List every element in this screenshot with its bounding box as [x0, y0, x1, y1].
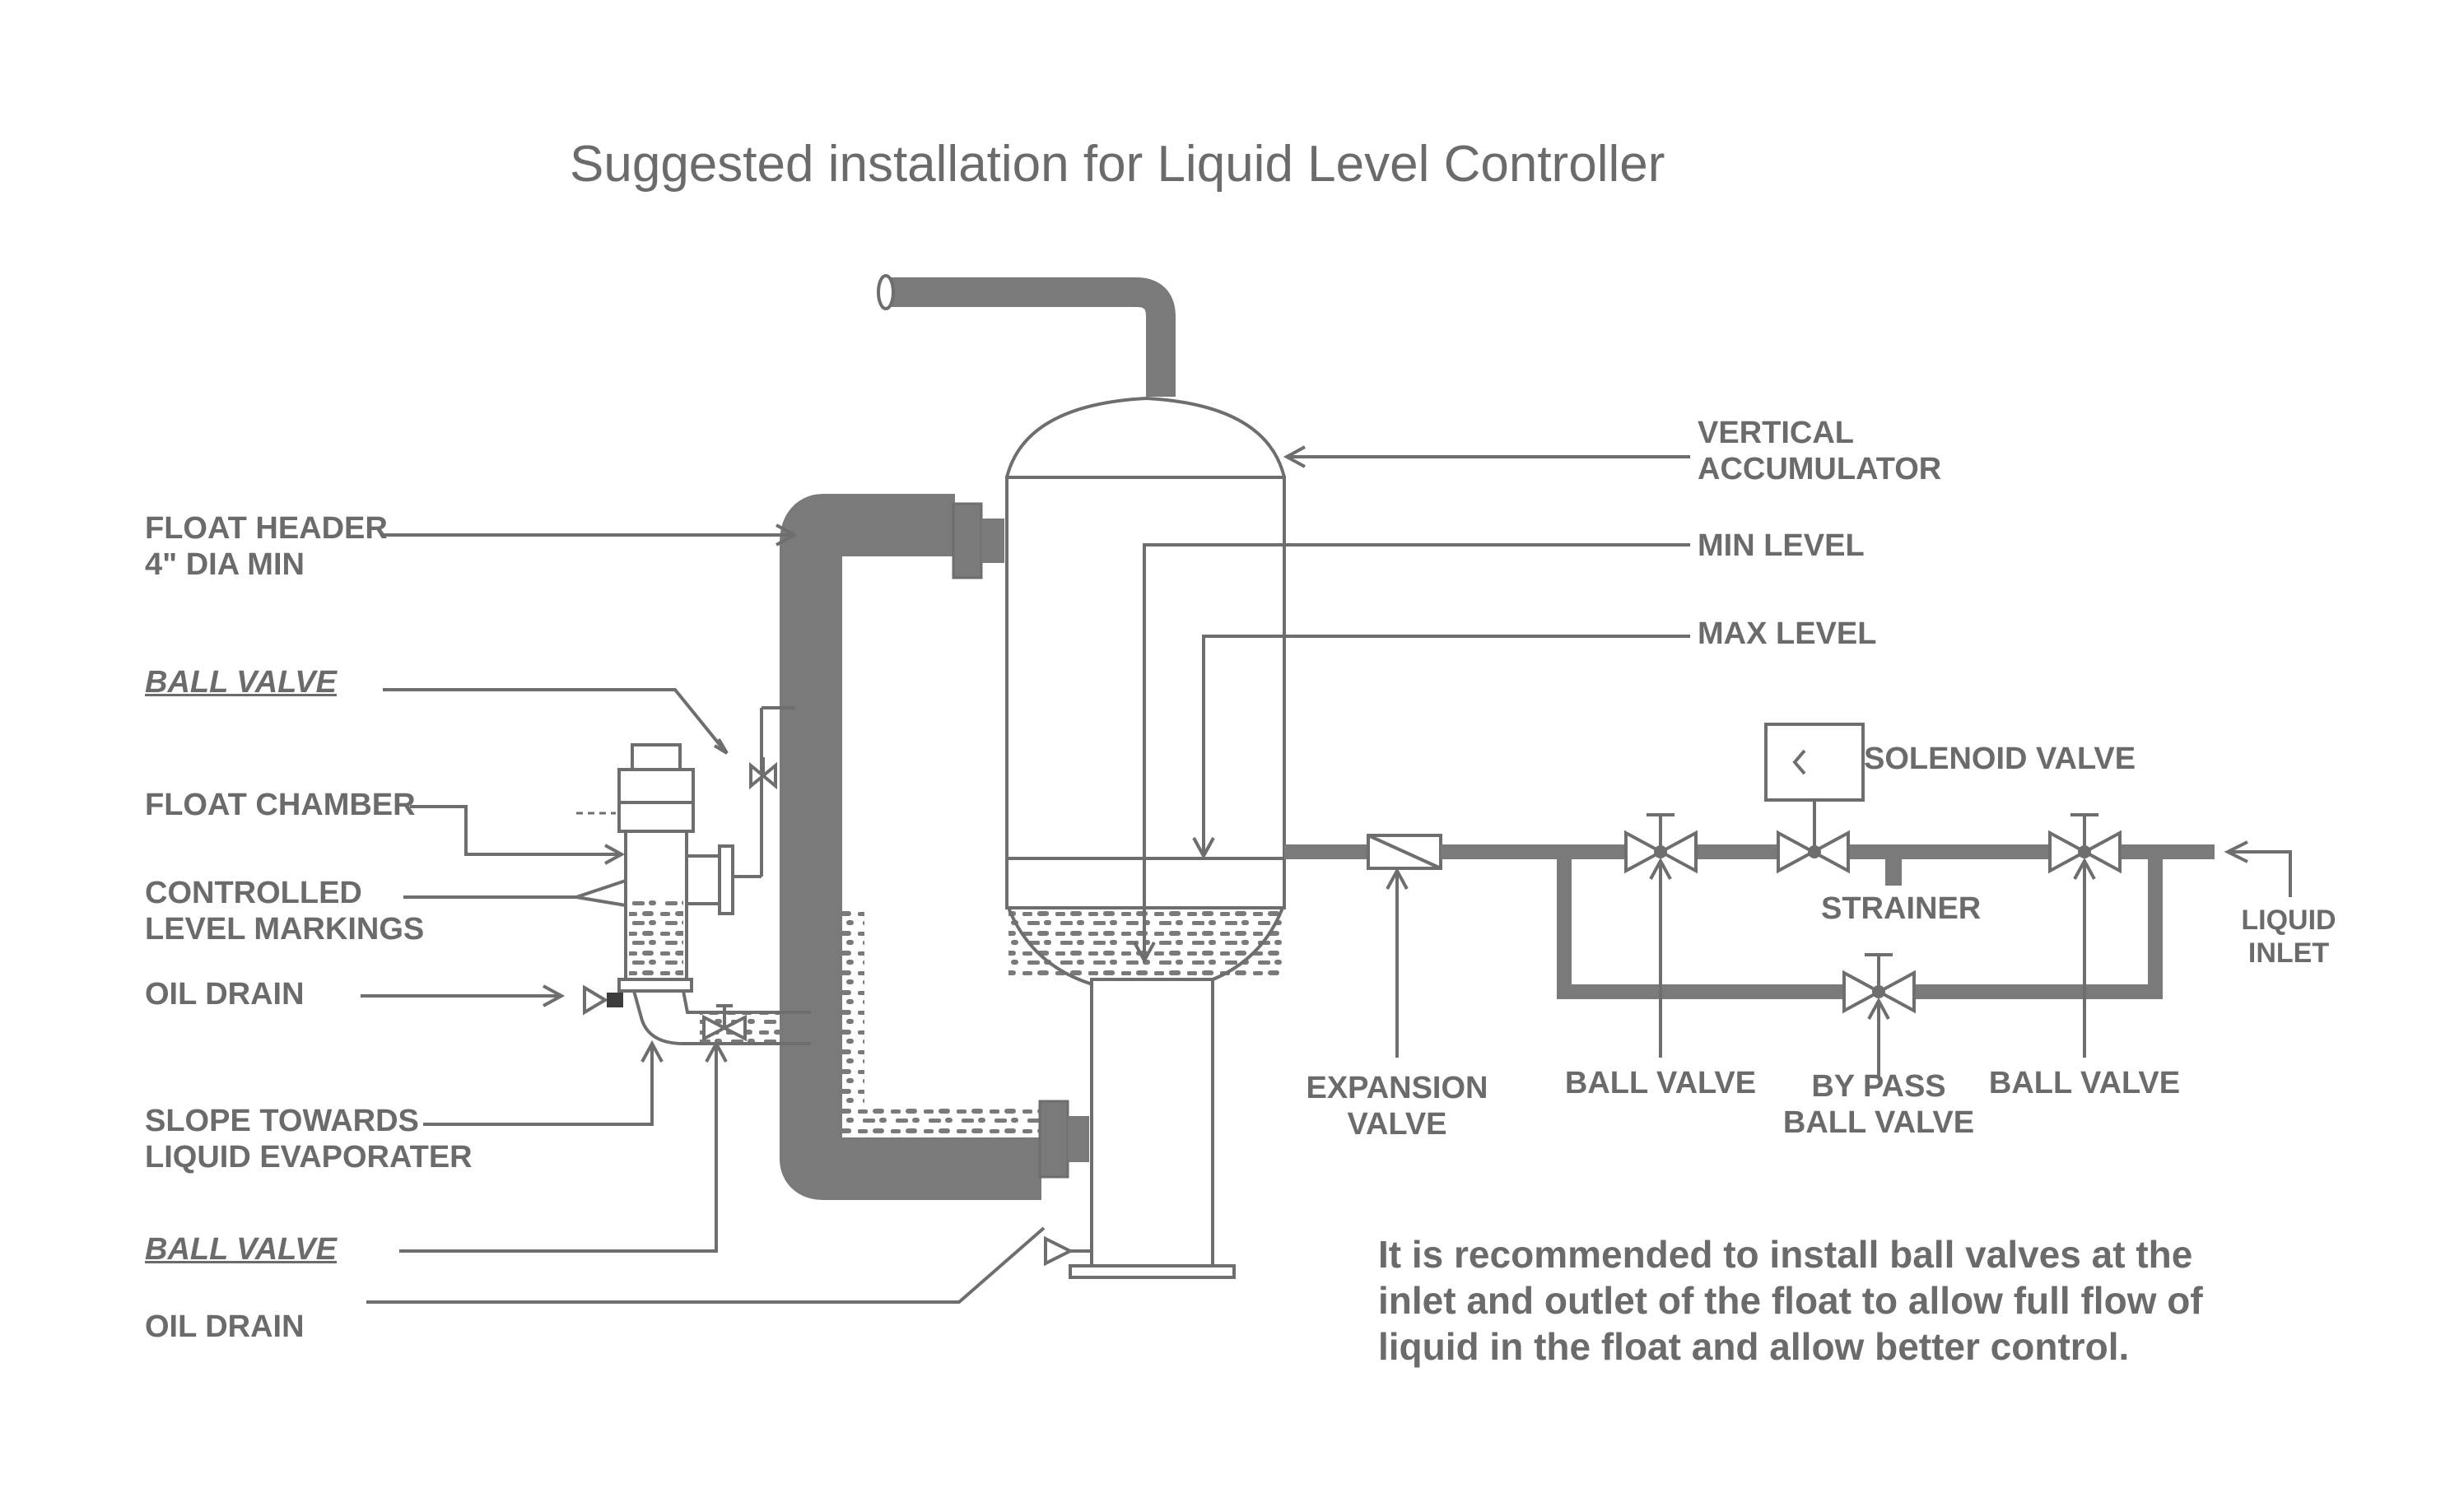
- label-ball-valve-2: BALL VALVE: [1988, 1066, 2181, 1100]
- label-ball-valve-top: BALL VALVE: [145, 665, 337, 700]
- label-bypass-ball-valve: BY PASS BALL VALVE: [1772, 1068, 1986, 1141]
- solenoid-valve-symbol: [1764, 723, 1865, 874]
- label-liquid-inlet-line2: INLET: [2247, 937, 2330, 969]
- ball-valve-top-symbol: [749, 757, 777, 790]
- label-float-header-line1: FLOAT HEADER: [145, 511, 388, 546]
- label-oil-drain-left: OIL DRAIN: [145, 977, 305, 1012]
- label-float-header-line2: 4" DIA MIN: [145, 547, 305, 582]
- ball-valve-2-symbol: [2048, 813, 2122, 874]
- note-line3: liquid in the float and allow better con…: [1378, 1325, 2130, 1368]
- note-line2: inlet and outlet of the float to allow f…: [1378, 1279, 2203, 1322]
- float-chamber: [576, 706, 811, 1045]
- bypass-ball-valve-symbol: [1842, 953, 1916, 1014]
- label-float-header: FLOAT HEADER 4" DIA MIN: [145, 510, 388, 583]
- label-vertical-line2: ACCUMULATOR: [1698, 452, 1942, 486]
- label-max-level: MAX LEVEL: [1698, 616, 1877, 651]
- label-vertical-accumulator: VERTICAL ACCUMULATOR: [1698, 415, 1941, 487]
- label-bypass-line1: BY PASS: [1811, 1069, 1946, 1104]
- label-ball-valve-bottom: BALL VALVE: [145, 1232, 337, 1267]
- label-liquid-inlet-line1: LIQUID: [2241, 905, 2336, 936]
- recommendation-note: It is recommended to install ball valves…: [1378, 1231, 2203, 1370]
- label-strainer: STRAINER: [1821, 891, 1982, 926]
- liquid-supply-line: [1284, 834, 2215, 999]
- oil-drain-bottom-valve-symbol: [1044, 1235, 1092, 1267]
- float-header-pipe: [780, 494, 1089, 1200]
- leader-lines: [361, 445, 2292, 1304]
- label-controlled-line2: LEVEL MARKINGS: [145, 912, 425, 947]
- label-liquid-inlet: LIQUID INLET: [2227, 904, 2350, 970]
- label-controlled-line1: CONTROLLED: [145, 876, 362, 910]
- label-float-chamber: FLOAT CHAMBER: [145, 788, 416, 822]
- label-expansion-line2: VALVE: [1347, 1107, 1447, 1142]
- diagram-title: Suggested installation for Liquid Level …: [570, 136, 1665, 193]
- label-slope-towards: SLOPE TOWARDS LIQUID EVAPORATER: [145, 1103, 473, 1175]
- label-oil-drain-bottom: OIL DRAIN: [145, 1309, 305, 1344]
- label-min-level: MIN LEVEL: [1698, 528, 1865, 563]
- label-ball-valve-1: BALL VALVE: [1564, 1066, 1757, 1100]
- label-expansion-line1: EXPANSION: [1306, 1071, 1488, 1105]
- label-expansion-valve: EXPANSION VALVE: [1290, 1070, 1504, 1142]
- ball-valve-bottom-symbol: [702, 1004, 747, 1042]
- oil-drain-valve-symbol: [583, 984, 623, 1016]
- label-bypass-line2: BALL VALVE: [1782, 1105, 1975, 1140]
- vapor-outlet-pipe: [877, 274, 1176, 397]
- label-slope-line1: SLOPE TOWARDS: [145, 1104, 419, 1138]
- label-controlled-level-markings: CONTROLLED LEVEL MARKINGS: [145, 875, 424, 947]
- label-solenoid-valve: SOLENOID VALVE: [1864, 742, 2136, 776]
- label-slope-line2: LIQUID EVAPORATER: [145, 1140, 473, 1174]
- label-vertical-line1: VERTICAL: [1698, 416, 1854, 450]
- ball-valve-1-symbol: [1624, 813, 1698, 874]
- note-line1: It is recommended to install ball valves…: [1378, 1233, 2193, 1276]
